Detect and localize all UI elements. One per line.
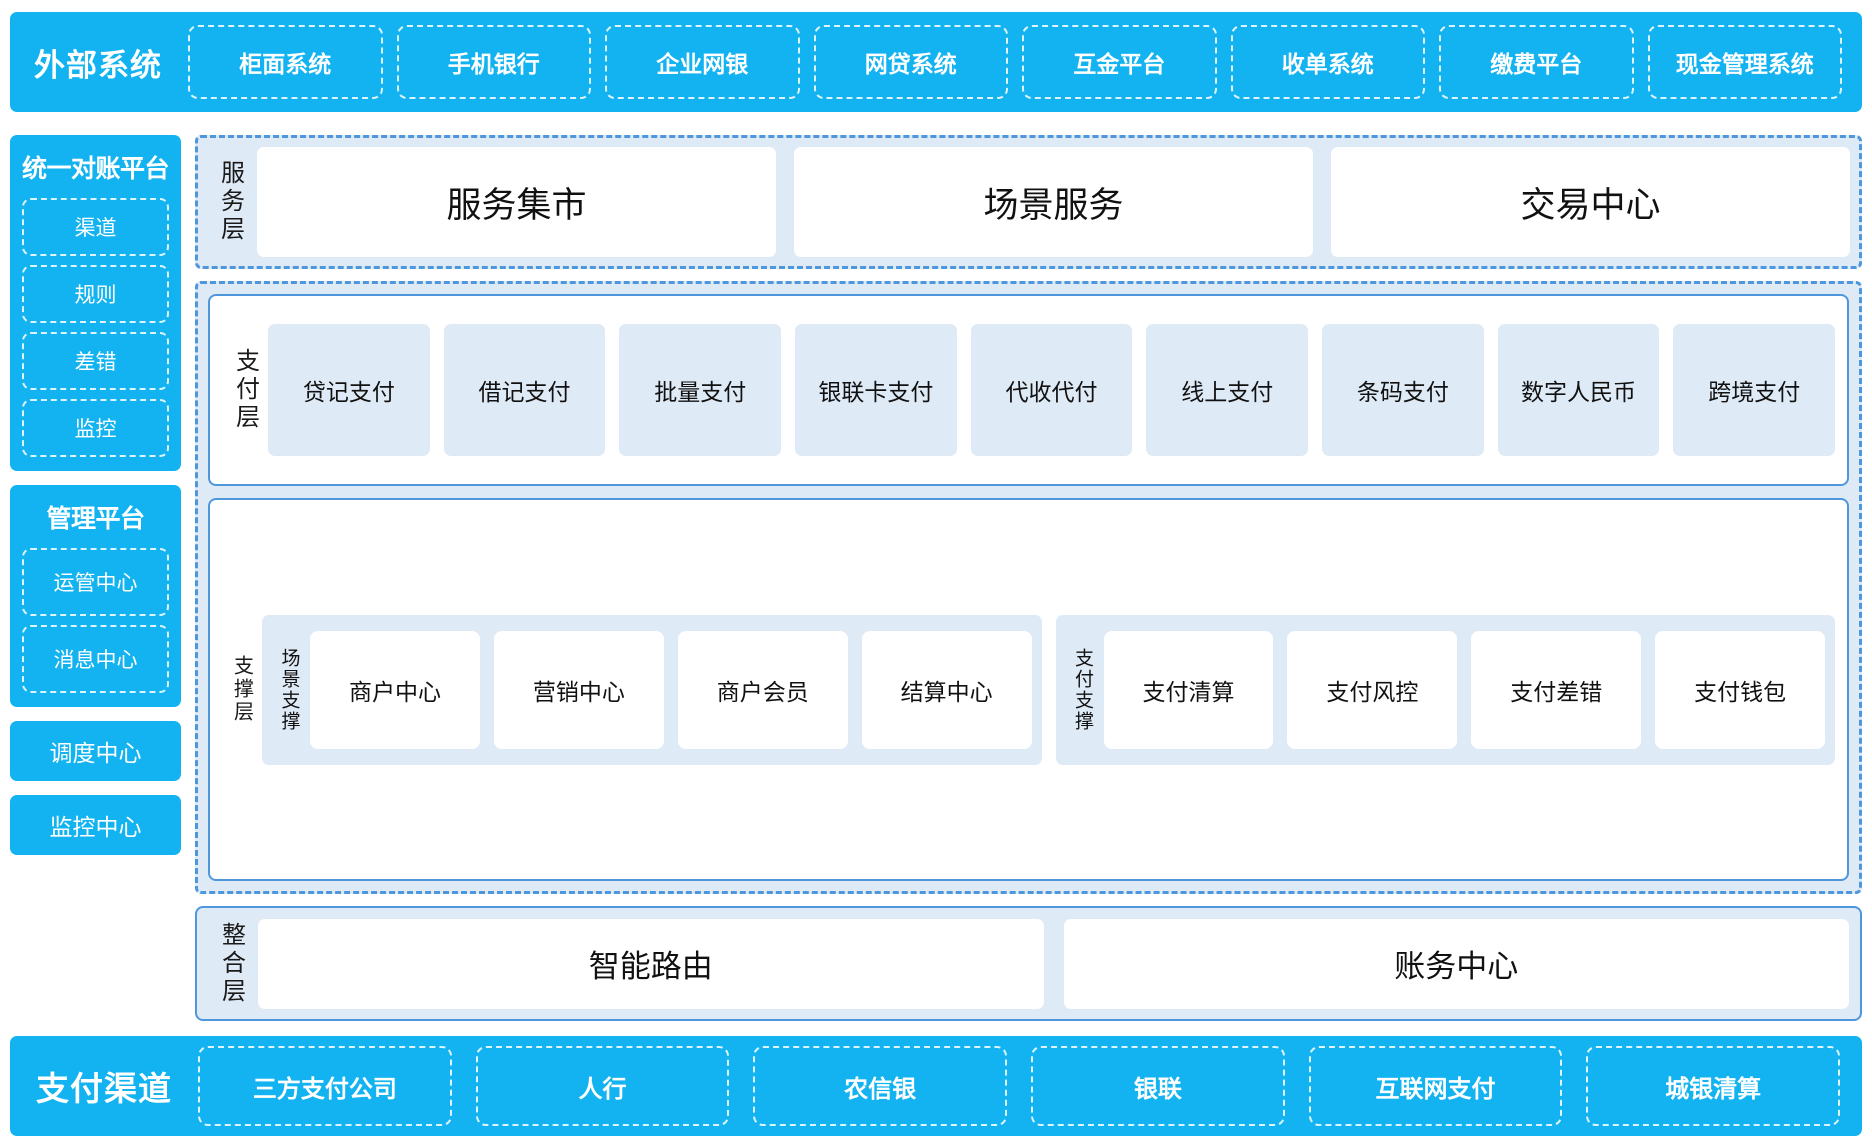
payment-layer-box: 支付层 贷记支付 借记支付 批量支付 银联卡支付 代收代付 线上支付 条码支付 … [208,294,1849,486]
support-layer-label: 支撑层 [230,655,253,724]
support-layer-groups: 场景支撑 商户中心 营销中心 商户会员 结算中心 支付支撑 支付清算 [262,614,1836,765]
support-group-scenario: 场景支撑 商户中心 营销中心 商户会员 结算中心 [262,614,1042,765]
sidebar-item-monitoring-center[interactable]: 监控中心 [10,795,182,855]
external-system-chip[interactable]: 缴费平台 [1439,25,1634,99]
integration-layer-label: 整合层 [217,921,245,1006]
left-sidebar: 统一对账平台 渠道 规则 差错 监控 管理平台 运管中心 消息中心 调度中心 监… [10,135,182,1021]
payment-tile-debit[interactable]: 借记支付 [443,324,606,456]
sidebar-item-error[interactable]: 差错 [22,332,170,390]
external-system-chip[interactable]: 收单系统 [1230,25,1425,99]
support-layer-box: 支撑层 场景支撑 商户中心 营销中心 商户会员 结算中心 [208,498,1849,881]
sidebar-item-message-center[interactable]: 消息中心 [22,625,170,693]
support-group-payment-cards: 支付清算 支付风控 支付差错 支付钱包 [1103,630,1826,749]
external-system-chip[interactable]: 互金平台 [1022,25,1217,99]
payment-tile-collection-payment[interactable]: 代收代付 [970,324,1133,456]
payment-channel-chip[interactable]: 银联 [1031,1046,1285,1126]
integration-card-accounting-center[interactable]: 账务中心 [1063,918,1850,1009]
support-group-payment-label: 支付支撑 [1072,647,1094,732]
support-card-payment-wallet[interactable]: 支付钱包 [1655,630,1826,749]
support-card-merchant-center[interactable]: 商户中心 [310,630,480,749]
service-card-transaction[interactable]: 交易中心 [1331,147,1851,257]
support-group-scenario-label: 场景支撑 [278,647,300,732]
payment-channels-title: 支付渠道 [36,1070,172,1107]
payment-channel-chip[interactable]: 三方支付公司 [198,1046,452,1126]
support-card-payment-clearing[interactable]: 支付清算 [1103,630,1274,749]
payment-channel-chip[interactable]: 城银清算 [1586,1046,1841,1126]
sidebar-item-scheduling-center[interactable]: 调度中心 [10,721,182,781]
support-group-payment: 支付支撑 支付清算 支付风控 支付差错 支付钱包 [1055,614,1836,765]
support-card-payment-error[interactable]: 支付差错 [1471,630,1642,749]
sidebar-item-monitor[interactable]: 监控 [22,399,170,457]
service-card-market[interactable]: 服务集市 [257,147,777,257]
middle-region: 统一对账平台 渠道 规则 差错 监控 管理平台 运管中心 消息中心 调度中心 监… [10,135,1862,1021]
payment-tile-online[interactable]: 线上支付 [1146,324,1309,456]
sidebar-item-channel[interactable]: 渠道 [22,198,170,256]
external-system-chip[interactable]: 企业网银 [605,25,800,99]
sidebar-panel-management: 管理平台 运管中心 消息中心 [10,485,182,707]
sidebar-panel-title: 统一对账平台 [22,155,170,183]
service-layer-cards: 服务集市 场景服务 交易中心 [257,147,1851,257]
service-card-scenario[interactable]: 场景服务 [794,147,1314,257]
payment-channel-chip[interactable]: 互联网支付 [1308,1046,1563,1126]
payment-tile-batch[interactable]: 批量支付 [619,324,782,456]
service-layer-label: 服务层 [216,160,244,244]
payment-tile-digital-rmb[interactable]: 数字人民币 [1497,324,1660,456]
payment-tile-cross-border[interactable]: 跨境支付 [1673,324,1836,456]
support-card-settlement-center[interactable]: 结算中心 [861,630,1032,749]
core-layers-wrapper: 支付层 贷记支付 借记支付 批量支付 银联卡支付 代收代付 线上支付 条码支付 … [195,281,1862,894]
support-card-payment-risk[interactable]: 支付风控 [1287,630,1458,749]
support-card-merchant-member[interactable]: 商户会员 [677,630,848,749]
sidebar-panel-title: 管理平台 [46,505,146,533]
sidebar-item-operations-center[interactable]: 运管中心 [22,548,170,616]
payment-channels-bar: 支付渠道 三方支付公司 人行 农信银 银联 互联网支付 城银清算 [10,1036,1862,1136]
external-system-chip[interactable]: 柜面系统 [188,25,383,99]
sidebar-panel-reconciliation: 统一对账平台 渠道 规则 差错 监控 [10,135,182,471]
payment-channel-chip[interactable]: 农信银 [753,1046,1008,1126]
payment-tile-credit[interactable]: 贷记支付 [268,324,430,456]
payment-tile-barcode[interactable]: 条码支付 [1322,324,1484,456]
external-system-chip[interactable]: 手机银行 [396,25,591,99]
payment-layer-label: 支付层 [231,348,259,432]
payment-layer-tiles: 贷记支付 借记支付 批量支付 银联卡支付 代收代付 线上支付 条码支付 数字人民… [268,324,1836,456]
support-card-marketing-center[interactable]: 营销中心 [493,630,664,749]
integration-layer-box: 整合层 智能路由 账务中心 [195,906,1862,1021]
integration-layer-cards: 智能路由 账务中心 [258,918,1850,1009]
external-systems-title: 外部系统 [34,47,162,83]
payment-channel-chip[interactable]: 人行 [475,1046,730,1126]
external-systems-chip-row: 柜面系统 手机银行 企业网银 网贷系统 互金平台 收单系统 缴费平台 现金管理系… [188,25,1842,99]
external-system-chip[interactable]: 现金管理系统 [1647,25,1842,99]
external-system-chip[interactable]: 网贷系统 [813,25,1008,99]
support-group-scenario-cards: 商户中心 营销中心 商户会员 结算中心 [310,630,1032,749]
payment-tile-unionpay-card[interactable]: 银联卡支付 [795,324,957,456]
payment-channels-chip-row: 三方支付公司 人行 农信银 银联 互联网支付 城银清算 [198,1046,1841,1126]
integration-card-smart-routing[interactable]: 智能路由 [258,918,1044,1009]
external-systems-bar: 外部系统 柜面系统 手机银行 企业网银 网贷系统 互金平台 收单系统 缴费平台 … [10,12,1862,112]
service-layer-row: 服务层 服务集市 场景服务 交易中心 [207,147,1851,257]
sidebar-item-rule[interactable]: 规则 [22,265,170,323]
service-layer-wrapper: 服务层 服务集市 场景服务 交易中心 [195,135,1862,269]
content-column: 服务层 服务集市 场景服务 交易中心 支付层 贷记支付 借记支付 批量 [195,135,1862,1021]
